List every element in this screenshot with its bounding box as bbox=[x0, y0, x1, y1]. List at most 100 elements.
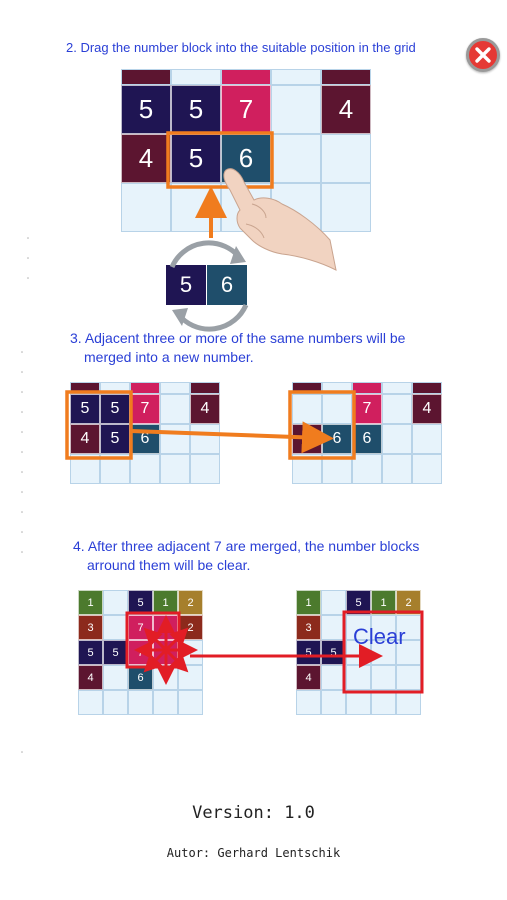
step3-after-cell-2-2 bbox=[352, 454, 382, 484]
step2-top-row-strip bbox=[121, 69, 371, 85]
close-button[interactable] bbox=[466, 38, 500, 72]
step3-after-cell-0-0 bbox=[292, 394, 322, 424]
step2-piece-tile-1[interactable]: 6 bbox=[207, 265, 247, 305]
step4-after-cell-0-1 bbox=[321, 590, 346, 615]
step4-before-cell-0-2: 5 bbox=[128, 590, 153, 615]
step3-after-cell-0-1 bbox=[322, 394, 352, 424]
author-text: Autor: Gerhard Lentschik bbox=[166, 846, 341, 860]
close-x-icon bbox=[475, 47, 491, 63]
step-4-text: 4. After three adjacent 7 are merged, th… bbox=[73, 538, 420, 573]
clear-label: Clear bbox=[353, 624, 406, 649]
step4-before-cell-2-1: 5 bbox=[103, 640, 128, 665]
step4-before-cell-3-2: 6 bbox=[128, 665, 153, 690]
step3-after-strip-1 bbox=[322, 382, 352, 394]
step3-before-cell-1-1: 5 bbox=[100, 424, 130, 454]
step2-cell-0-0: 5 bbox=[121, 85, 171, 134]
step3-before-cell-1-2: 6 bbox=[130, 424, 160, 454]
step4-after-cell-4-2 bbox=[346, 690, 371, 715]
edge-dots bbox=[21, 237, 29, 753]
step4-before-cell-1-0: 3 bbox=[78, 615, 103, 640]
step3-after-strip-0 bbox=[292, 382, 322, 394]
step3-before-cell-0-0: 5 bbox=[70, 394, 100, 424]
step4-before-cell-2-0: 5 bbox=[78, 640, 103, 665]
step2-strip-1 bbox=[171, 69, 221, 85]
step2-cell-1-1: 5 bbox=[171, 134, 221, 183]
step2-cell-2-2 bbox=[221, 183, 271, 232]
step4-before-cell-0-4: 2 bbox=[178, 590, 203, 615]
step2-cell-2-1 bbox=[171, 183, 221, 232]
step4-after-cell-1-0: 3 bbox=[296, 615, 321, 640]
step4-after-cell-0-3: 1 bbox=[371, 590, 396, 615]
step4-after-cell-3-4 bbox=[396, 665, 421, 690]
step3-before-cell-0-2: 7 bbox=[130, 394, 160, 424]
step3-after-cell-1-0: 4 bbox=[292, 424, 322, 454]
step3-after-cell-1-2: 6 bbox=[352, 424, 382, 454]
step4-before-cell-2-2: 7 bbox=[128, 640, 153, 665]
step4-after-cell-3-1 bbox=[321, 665, 346, 690]
step4-before-cell-4-0 bbox=[78, 690, 103, 715]
step2-cell-1-3 bbox=[271, 134, 321, 183]
step4-after-cell-3-2 bbox=[346, 665, 371, 690]
step4-after-cell-2-0: 5 bbox=[296, 640, 321, 665]
step4-before-cell-3-3 bbox=[153, 665, 178, 690]
step3-after-cell-2-1 bbox=[322, 454, 352, 484]
step4-before-cell-1-3: 7 bbox=[153, 615, 178, 640]
step3-after-top-strip bbox=[292, 382, 442, 394]
step2-strip-0 bbox=[121, 69, 171, 85]
step4-before-cell-0-0: 1 bbox=[78, 590, 103, 615]
step4-before-cell-4-2 bbox=[128, 690, 153, 715]
step3-before-cell-0-1: 5 bbox=[100, 394, 130, 424]
step3-before-cell-2-4 bbox=[190, 454, 220, 484]
step4-before-cell-4-3 bbox=[153, 690, 178, 715]
step3-after-cell-2-0 bbox=[292, 454, 322, 484]
step4-before-cell-3-0: 4 bbox=[78, 665, 103, 690]
step3-after-cell-2-4 bbox=[412, 454, 442, 484]
step2-cell-2-0 bbox=[121, 183, 171, 232]
step2-cell-0-3 bbox=[271, 85, 321, 134]
step3-before-strip-2 bbox=[130, 382, 160, 394]
step2-strip-4 bbox=[321, 69, 371, 85]
step4-after-cell-4-0 bbox=[296, 690, 321, 715]
step4-after-cell-1-1 bbox=[321, 615, 346, 640]
step2-cell-0-1: 5 bbox=[171, 85, 221, 134]
step3-after-strip-2 bbox=[352, 382, 382, 394]
step2-cell-2-3 bbox=[271, 183, 321, 232]
step3-after-cell-2-3 bbox=[382, 454, 412, 484]
step4-after-cell-0-2: 5 bbox=[346, 590, 371, 615]
step4-after-cell-4-3 bbox=[371, 690, 396, 715]
version-text: Version: 1.0 bbox=[192, 803, 315, 823]
step3-before-cell-2-0 bbox=[70, 454, 100, 484]
step-3-text: 3. Adjacent three or more of the same nu… bbox=[70, 330, 406, 365]
step3-before-top-strip bbox=[70, 382, 220, 394]
step2-piece-tile-0[interactable]: 5 bbox=[166, 265, 206, 305]
step3-before-strip-1 bbox=[100, 382, 130, 394]
step4-before-cell-1-4: 2 bbox=[178, 615, 203, 640]
step4-before-cell-2-4 bbox=[178, 640, 203, 665]
step3-after-cell-0-2: 7 bbox=[352, 394, 382, 424]
step4-before-cell-1-2: 7 bbox=[128, 615, 153, 640]
step3-after-cell-1-3 bbox=[382, 424, 412, 454]
step4-before-cell-4-1 bbox=[103, 690, 128, 715]
step4-before-cell-3-1 bbox=[103, 665, 128, 690]
step4-before-cell-1-1 bbox=[103, 615, 128, 640]
step2-cell-1-2: 6 bbox=[221, 134, 271, 183]
step3-before-cell-2-1 bbox=[100, 454, 130, 484]
step4-after-cell-2-1: 5 bbox=[321, 640, 346, 665]
step2-strip-3 bbox=[271, 69, 321, 85]
step3-before-cell-1-4 bbox=[190, 424, 220, 454]
step2-strip-2 bbox=[221, 69, 271, 85]
step2-cell-0-4: 4 bbox=[321, 85, 371, 134]
step3-before-strip-0 bbox=[70, 382, 100, 394]
step3-after-cell-0-3 bbox=[382, 394, 412, 424]
step3-before-cell-0-3 bbox=[160, 394, 190, 424]
step4-after-cell-3-0: 4 bbox=[296, 665, 321, 690]
step4-before-cell-3-4 bbox=[178, 665, 203, 690]
step2-cell-2-4 bbox=[321, 183, 371, 232]
step3-after-strip-3 bbox=[382, 382, 412, 394]
step3-after-cell-1-4 bbox=[412, 424, 442, 454]
step4-before-cell-2-3: 7 bbox=[153, 640, 178, 665]
